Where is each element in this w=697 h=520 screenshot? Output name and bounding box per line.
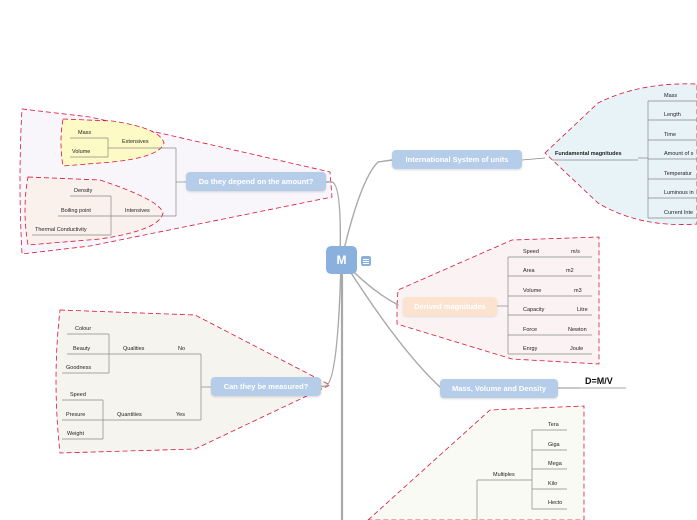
boundary-intensives: [24, 176, 164, 246]
extensives-item[interactable]: Mass: [78, 130, 92, 136]
fundamental-item[interactable]: Mass: [664, 93, 678, 99]
qualities-item[interactable]: Colour: [75, 326, 92, 332]
topic-derived-magnitudes[interactable]: Derived magnitudes: [403, 297, 497, 316]
connector-measured: [317, 261, 342, 388]
derived-item-name[interactable]: Volume: [523, 288, 542, 294]
boundary-measured: [55, 309, 331, 454]
derived-item-unit[interactable]: m2: [566, 268, 574, 274]
quantities-item[interactable]: Weight: [67, 431, 85, 437]
fundamental-item[interactable]: Luminous in: [664, 190, 694, 196]
intensives-label[interactable]: Intensives: [125, 208, 150, 214]
topic-international-system[interactable]: International System of units: [392, 150, 522, 169]
multiples-label[interactable]: Multiples: [493, 472, 515, 478]
quantities-answer[interactable]: Yes: [176, 412, 185, 418]
qualities-item[interactable]: Goodness: [66, 365, 92, 371]
extensives-item[interactable]: Volume: [72, 149, 91, 155]
topic-depend-on-amount[interactable]: Do they depend on the amount?: [186, 172, 326, 191]
connector-international: [341, 159, 393, 259]
fundamental-magnitudes-label[interactable]: Fundamental magnitudes: [555, 151, 622, 157]
derived-item-unit[interactable]: Joule: [570, 346, 584, 352]
qualities-label[interactable]: Qualities: [123, 346, 145, 352]
multiples-item[interactable]: Mega: [548, 461, 562, 467]
fundamental-item[interactable]: Current Inte: [664, 210, 694, 216]
connector-depend: [319, 181, 342, 259]
derived-item-name[interactable]: Force: [523, 327, 538, 333]
derived-item-unit[interactable]: m/s: [571, 249, 580, 255]
derived-item-name[interactable]: Speed: [523, 249, 539, 255]
intensives-item[interactable]: Thermal Conductivity: [35, 227, 87, 233]
intensives-item[interactable]: Boiling point: [61, 208, 91, 214]
fundamental-item[interactable]: Time: [664, 132, 677, 138]
multiples-item[interactable]: Giga: [548, 442, 560, 448]
derived-item-unit[interactable]: Litre: [577, 307, 588, 313]
fundamental-item[interactable]: Temperatur: [664, 171, 692, 177]
derived-item-unit[interactable]: Newton: [568, 327, 587, 333]
multiples-item[interactable]: Hecto: [548, 500, 563, 506]
boundary-fundamental: [544, 83, 697, 225]
qualities-answer[interactable]: No: [178, 346, 186, 352]
boundary-derived: [396, 236, 600, 365]
quantities-item[interactable]: Speed: [70, 392, 86, 398]
multiples-item[interactable]: Tera: [548, 422, 559, 428]
topic-mass-volume-density[interactable]: Mass, Volume and Density: [440, 379, 558, 398]
connector-mvd: [343, 261, 441, 388]
derived-item-name[interactable]: Area: [523, 268, 535, 274]
quantities-item[interactable]: Presure: [66, 412, 86, 418]
derived-item-unit[interactable]: m3: [574, 288, 582, 294]
multiples-item[interactable]: Kilo: [548, 481, 558, 487]
qualities-item[interactable]: Beauty: [73, 346, 91, 352]
boundary-multiples: [367, 405, 585, 520]
quantities-label[interactable]: Quantities: [117, 412, 142, 418]
fundamental-item[interactable]: Length: [664, 112, 681, 118]
topic-can-be-measured[interactable]: Can they be measured?: [211, 377, 321, 396]
boundary-extensives: [60, 118, 165, 167]
notes-icon[interactable]: [361, 256, 371, 266]
intensives-item[interactable]: Density: [74, 188, 93, 194]
density-formula: D=M/V: [585, 376, 613, 386]
derived-item-name[interactable]: Enrgy: [523, 346, 538, 352]
central-topic[interactable]: M: [326, 246, 357, 274]
derived-item-name[interactable]: Capacity: [523, 307, 545, 313]
fundamental-item[interactable]: Amount of s: [664, 151, 694, 157]
fund-link: [521, 157, 546, 161]
extensives-label[interactable]: Extensives: [122, 139, 149, 145]
